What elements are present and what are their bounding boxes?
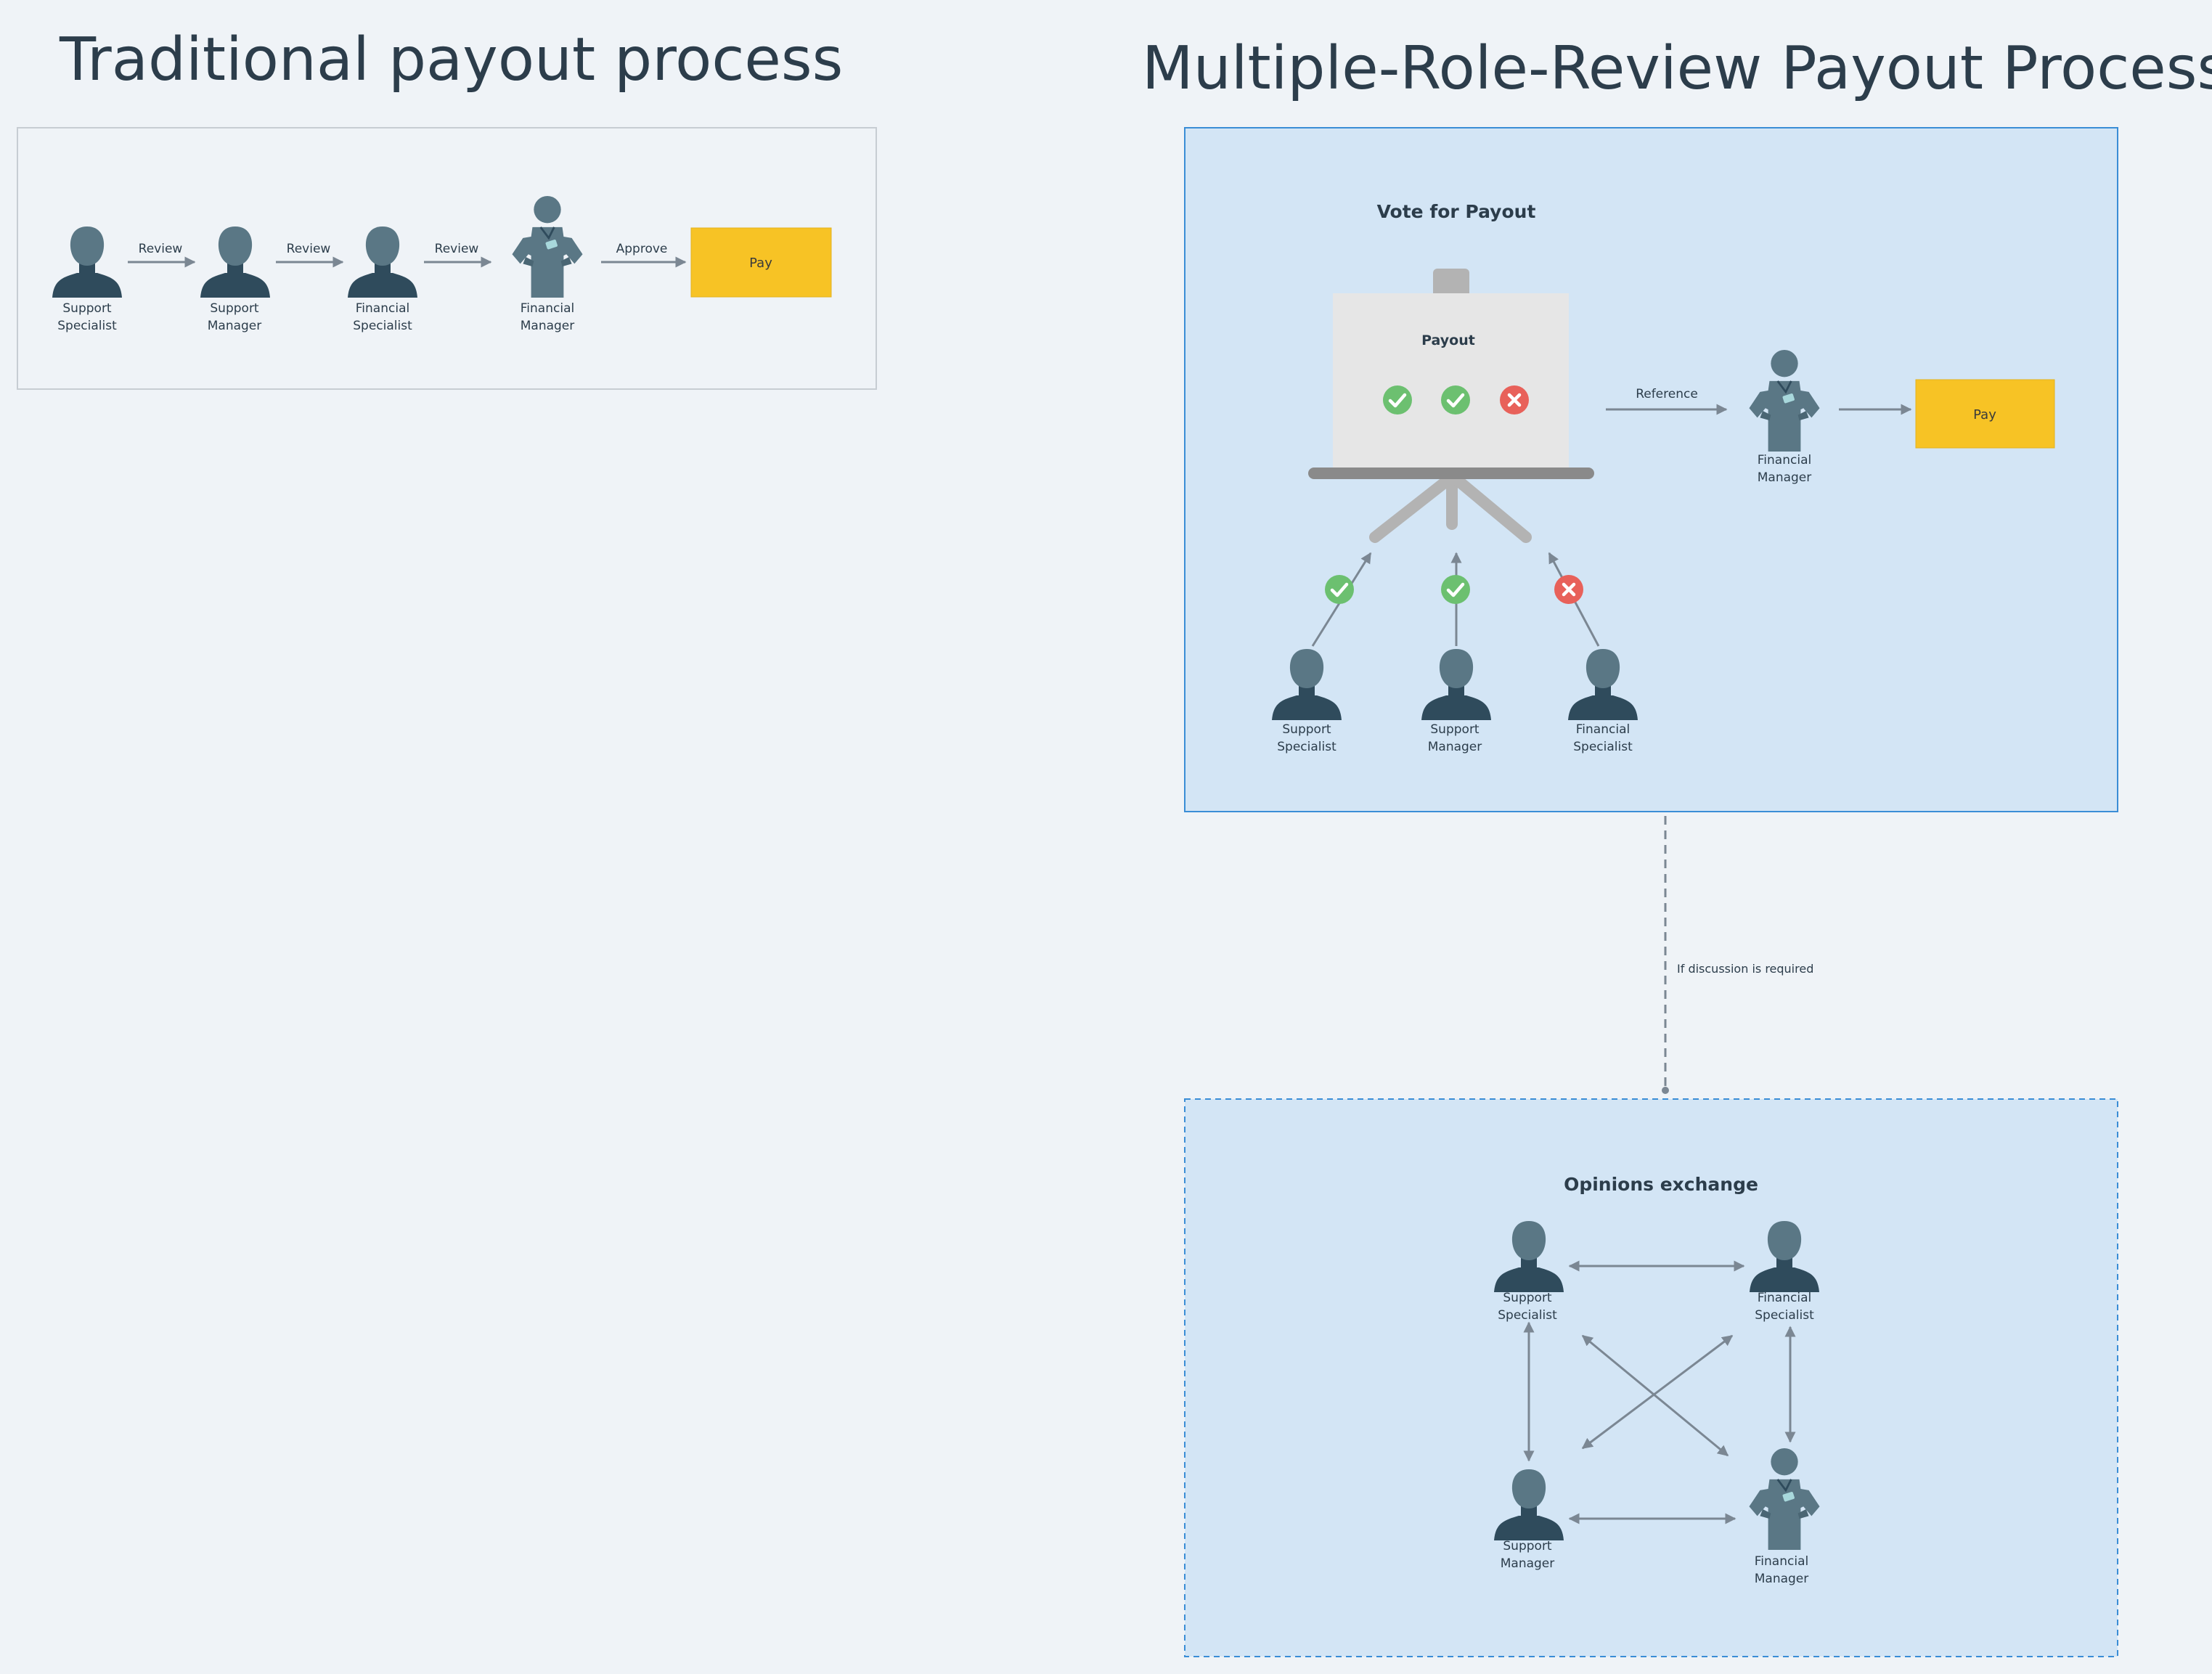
role-label: Specialist	[1277, 740, 1336, 754]
role-label: Specialist	[353, 319, 412, 333]
pay-label: Pay	[749, 256, 772, 271]
role-label: Specialist	[57, 319, 117, 333]
discussion-label: If discussion is required	[1677, 962, 1813, 976]
connector-dot	[1662, 1087, 1669, 1094]
role-label: Specialist	[1573, 740, 1633, 754]
multi-review-title: Multiple-Role-Review Payout Process	[1142, 34, 2212, 103]
opinions-title: Opinions exchange	[1564, 1174, 1758, 1195]
vote-title: Vote for Payout	[1377, 201, 1536, 222]
edge-label: Review	[287, 242, 331, 256]
role-label: Specialist	[1755, 1308, 1814, 1323]
role-label: Manager	[1758, 470, 1812, 485]
role-label: Financial	[1758, 453, 1811, 468]
role-label: Financial	[1758, 1291, 1811, 1305]
role-label: Financial	[356, 301, 409, 316]
role-label: Financial	[1755, 1554, 1808, 1569]
role-label: Support	[1282, 722, 1331, 737]
easel-icon	[1308, 269, 1594, 543]
cross-icon	[1500, 385, 1529, 415]
check-icon	[1441, 385, 1470, 415]
role-label: Support	[1430, 722, 1480, 737]
board-title: Payout	[1421, 332, 1475, 348]
edge-label: Review	[139, 242, 183, 256]
role-label: Manager	[208, 319, 262, 333]
role-label: Support	[1503, 1539, 1552, 1553]
role-label: Support	[62, 301, 112, 316]
traditional-process: Traditional payout process Support Speci…	[17, 25, 877, 390]
role-label: Support	[1503, 1291, 1552, 1305]
role-label: Specialist	[1498, 1308, 1557, 1323]
role-label: Manager	[1755, 1572, 1809, 1586]
role-label: Manager	[1501, 1556, 1555, 1571]
pay-label: Pay	[1973, 407, 1996, 422]
edge-label: Approve	[616, 242, 668, 256]
check-icon	[1383, 385, 1412, 415]
role-label: Financial	[521, 301, 574, 316]
pay-box	[690, 227, 832, 298]
pay-box	[1915, 379, 2055, 449]
check-icon	[1325, 575, 1354, 604]
arrow-icon	[1581, 1334, 1734, 1450]
multi-review-process: Multiple-Role-Review Payout Process Vote…	[1142, 34, 2212, 1657]
cross-icon	[1554, 575, 1583, 604]
role-label: Support	[210, 301, 259, 316]
edge-label: Review	[435, 242, 479, 256]
reference-label: Reference	[1636, 387, 1698, 401]
check-icon	[1441, 575, 1470, 604]
traditional-title: Traditional payout process	[59, 25, 843, 94]
role-label: Manager	[521, 319, 575, 333]
role-label: Manager	[1428, 740, 1482, 754]
role-label: Financial	[1576, 722, 1630, 737]
